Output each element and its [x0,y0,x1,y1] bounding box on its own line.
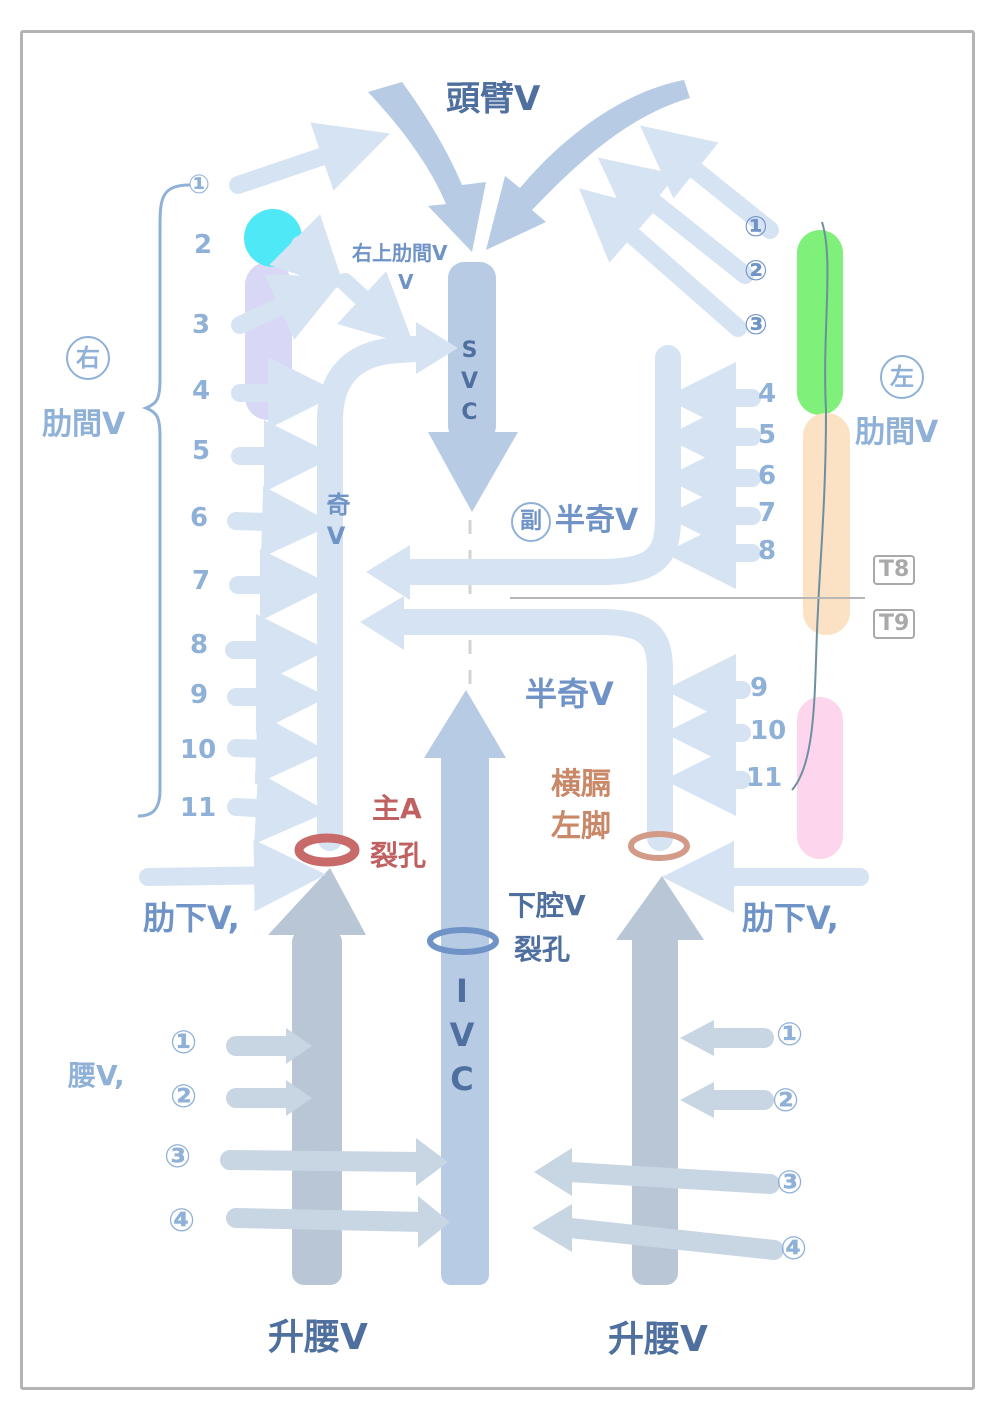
number-label: ② [170,1077,198,1115]
number-label: 7 [192,566,211,596]
t8-box: T8 [873,555,916,585]
orange-marker-bar [803,413,850,635]
number-label: 10 [750,716,787,746]
sympathetic-line [791,221,829,791]
ivc-label: IVC [443,972,481,1104]
right-superior-intercostal-label: 右上肋間V [352,241,448,265]
right-superior-intercostal-v: V [398,270,414,294]
ivc-vein [424,690,506,1285]
right-subcostal-label: 肋下V, [143,899,240,937]
number-label: ① [776,1015,804,1053]
number-label: 6 [758,461,777,491]
hemiazygos-vein [387,609,673,851]
svc-vein [428,262,518,512]
svc-label: SVC [457,338,482,431]
number-label: 8 [758,536,777,566]
aortic-hiatus-label: 裂孔 [370,839,427,872]
number-label: ④ [780,1229,808,1267]
number-label: 11 [746,763,783,793]
green-marker-bar [797,230,843,415]
number-label: 5 [758,420,777,450]
right-intercostal-arrows [139,122,415,912]
number-label: ② [744,254,768,287]
pink-marker-bar [797,697,843,859]
brachiocephalic-label: 頭臂V [446,79,541,119]
ivc-hiatus-ring [427,927,499,955]
number-label: 4 [192,376,211,406]
accessory-circle-label: 副 [511,502,551,542]
number-label: 3 [192,310,211,340]
number-label: ② [772,1081,800,1119]
right-ascending-lumbar-label: 升腰V [268,1317,368,1358]
hemiazygos-label: 半奇V [525,675,614,713]
aortic-label: 主A [372,792,422,825]
lumbar-arrows [220,1028,784,1260]
number-label: 7 [758,498,777,528]
brachiocephalic-veins [368,80,690,252]
number-label: 9 [190,680,209,710]
azygos-vein [317,335,443,851]
paper-frame [20,30,975,1390]
lumbar-arrowheads [286,1020,714,1252]
number-label: 6 [190,503,209,533]
number-label: ① [744,210,768,243]
left-circle-label: 左 [880,355,924,399]
right-intercostal-label: 肋間V [42,407,126,442]
lumbar-label: 腰V, [68,1059,125,1092]
number-label: 5 [192,436,211,466]
number-label: 10 [180,735,217,765]
number-label: ③ [164,1137,192,1175]
number-label: ③ [744,308,768,341]
right-circle-label: 右 [66,336,110,380]
number-label: 9 [750,673,769,703]
accessory-hemiazygos-label: 半奇V [555,503,639,538]
accessory-hemiazygos-arrowhead [366,545,410,600]
crus-label-line2: 左脚 [551,809,611,844]
number-label: 11 [180,793,217,823]
number-label: ① [170,1023,198,1061]
number-label: 8 [190,630,209,660]
number-label: ③ [776,1163,804,1201]
ivc-hiatus-line1: 下腔V [508,889,586,922]
hemiazygos-arrowhead [360,596,404,650]
left-ascending-lumbar-label: 升腰V [608,1319,708,1360]
number-label: ④ [168,1201,196,1239]
crus-label-line1: 横膈 [551,767,611,802]
ivc-hiatus-line2: 裂孔 [514,933,571,966]
number-label: 4 [758,379,777,409]
left-intercostal-arrows [578,125,869,913]
azygos-label: 奇V [322,492,350,556]
azygos-arrowhead [416,322,458,374]
left-intercostal-label: 肋間V [855,415,939,450]
right-bracket [137,183,191,818]
number-label: 2 [194,230,213,260]
cyan-dot [244,209,302,267]
t9-box: T9 [873,609,916,639]
left-subcostal-label: 肋下V, [742,899,839,937]
number-label: ① [188,170,211,200]
